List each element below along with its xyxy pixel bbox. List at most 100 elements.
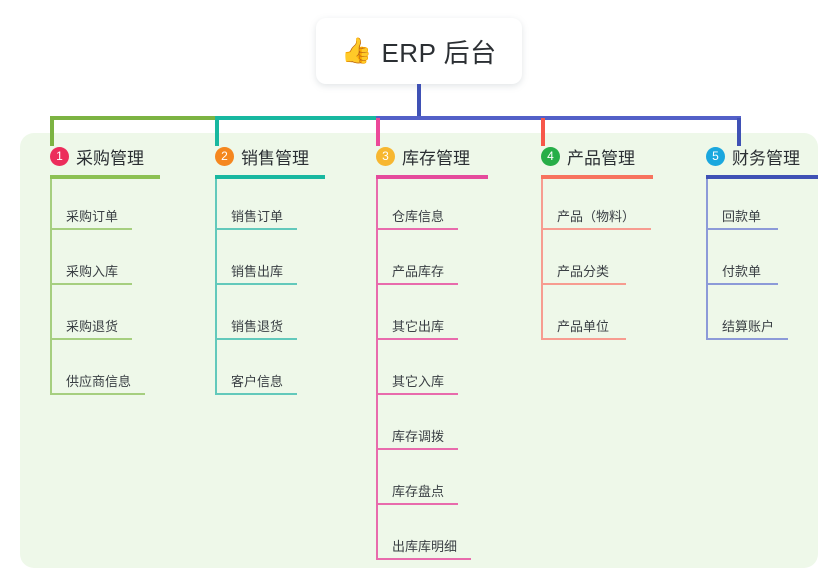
branch-number-badge: 5 <box>706 146 725 166</box>
leaf-item-label: 库存调拨 <box>392 429 445 444</box>
branch-children: 产品（物料） 产品分类产品单位 <box>527 179 687 344</box>
branch-spine <box>50 179 52 395</box>
leaf-item-label: 产品（物料） <box>557 209 636 224</box>
root-node-card[interactable]: 👍 ERP 后台 <box>316 18 522 84</box>
leaf-item-label: 库存盘点 <box>392 484 445 499</box>
branch-underline <box>541 175 653 179</box>
branch-spine <box>541 179 543 340</box>
branch-spine <box>215 179 217 395</box>
leaf-item-label: 出库库明细 <box>392 539 458 554</box>
leaf-item-underline <box>376 503 458 505</box>
leaf-item[interactable]: 其它入库 <box>362 344 522 399</box>
branch-column-2: 2 销售管理销售订单销售出库销售退货客户信息 <box>201 143 361 399</box>
branch-title: 财务管理 <box>732 148 800 168</box>
leaf-item[interactable]: 回款单 <box>692 179 822 234</box>
leaf-item-label: 销售订单 <box>231 209 284 224</box>
leaf-item[interactable]: 供应商信息 <box>36 344 196 399</box>
branch-underline <box>215 175 325 179</box>
connector-bus-segment <box>215 116 376 120</box>
leaf-item-label: 其它入库 <box>392 374 445 389</box>
leaf-item[interactable]: 销售出库 <box>201 234 361 289</box>
leaf-item-underline <box>215 228 297 230</box>
connector-bus-segment <box>50 116 215 120</box>
branch-underline <box>376 175 488 179</box>
leaf-item-underline <box>376 338 458 340</box>
leaf-item-underline <box>50 283 132 285</box>
root-node-title: ERP 后台 <box>381 37 497 68</box>
branch-number-badge: 4 <box>541 146 560 166</box>
branch-spine <box>376 179 378 560</box>
leaf-item-underline <box>376 448 458 450</box>
leaf-item-underline <box>541 228 651 230</box>
branch-number-badge: 3 <box>376 146 395 166</box>
branch-children: 采购订单采购入库采购退货供应商信息 <box>36 179 196 399</box>
leaf-item[interactable]: 其它出库 <box>362 289 522 344</box>
branch-title: 产品管理 <box>567 148 635 168</box>
leaf-item[interactable]: 出库库明细 <box>362 509 522 564</box>
leaf-item-underline <box>541 338 626 340</box>
leaf-item[interactable]: 结算账户 <box>692 289 822 344</box>
branch-header-2[interactable]: 2 销售管理 <box>201 143 361 169</box>
leaf-item-underline <box>376 228 458 230</box>
leaf-item-underline <box>541 283 626 285</box>
leaf-item[interactable]: 采购退货 <box>36 289 196 344</box>
branch-header-5[interactable]: 5 财务管理 <box>692 143 822 169</box>
thumbs-up-icon: 👍 <box>341 36 373 65</box>
branch-number-badge: 2 <box>215 146 234 166</box>
branch-column-4: 4 产品管理产品（物料） 产品分类产品单位 <box>527 143 687 344</box>
branch-title: 销售管理 <box>241 148 309 168</box>
leaf-item[interactable]: 销售订单 <box>201 179 361 234</box>
leaf-item-underline <box>706 228 778 230</box>
leaf-item-underline <box>376 283 458 285</box>
connector-drop-line <box>215 118 219 146</box>
root-connector-stem <box>417 84 421 118</box>
leaf-item[interactable]: 产品库存 <box>362 234 522 289</box>
branch-underline <box>50 175 160 179</box>
leaf-item-underline <box>706 338 788 340</box>
branch-header-4[interactable]: 4 产品管理 <box>527 143 687 169</box>
branch-children: 回款单付款单结算账户 <box>692 179 822 344</box>
leaf-item-label: 结算账户 <box>722 319 775 334</box>
leaf-item[interactable]: 库存盘点 <box>362 454 522 509</box>
leaf-item[interactable]: 客户信息 <box>201 344 361 399</box>
branch-spine <box>706 179 708 340</box>
diagram-background-panel <box>20 133 818 568</box>
leaf-item-label: 销售出库 <box>231 264 284 279</box>
leaf-item-underline <box>706 283 778 285</box>
leaf-item-underline <box>376 393 458 395</box>
leaf-item[interactable]: 产品（物料） <box>527 179 687 234</box>
branch-column-5: 5 财务管理回款单付款单结算账户 <box>692 143 822 344</box>
leaf-item-label: 采购退货 <box>66 319 119 334</box>
leaf-item[interactable]: 采购入库 <box>36 234 196 289</box>
branch-children: 仓库信息产品库存其它出库其它入库库存调拨库存盘点出库库明细 <box>362 179 522 564</box>
leaf-item-underline <box>215 338 297 340</box>
leaf-item[interactable]: 销售退货 <box>201 289 361 344</box>
leaf-item-label: 采购订单 <box>66 209 119 224</box>
connector-drop-line <box>541 118 545 146</box>
leaf-item-underline <box>215 283 297 285</box>
leaf-item[interactable]: 库存调拨 <box>362 399 522 454</box>
leaf-item-label: 销售退货 <box>231 319 284 334</box>
leaf-item[interactable]: 采购订单 <box>36 179 196 234</box>
branch-title: 采购管理 <box>76 148 144 168</box>
leaf-item-label: 仓库信息 <box>392 209 445 224</box>
leaf-item[interactable]: 付款单 <box>692 234 822 289</box>
leaf-item-label: 供应商信息 <box>66 374 132 389</box>
leaf-item-underline <box>50 338 132 340</box>
branch-column-1: 1 采购管理采购订单采购入库采购退货供应商信息 <box>36 143 196 399</box>
leaf-item[interactable]: 产品分类 <box>527 234 687 289</box>
connector-drop-line <box>376 118 380 146</box>
leaf-item-underline <box>50 228 132 230</box>
branch-number-badge: 1 <box>50 146 69 166</box>
leaf-item-underline <box>215 393 297 395</box>
branch-header-1[interactable]: 1 采购管理 <box>36 143 196 169</box>
leaf-item[interactable]: 产品单位 <box>527 289 687 344</box>
connector-drop-line <box>50 118 54 146</box>
leaf-item-label: 付款单 <box>722 264 762 279</box>
leaf-item[interactable]: 仓库信息 <box>362 179 522 234</box>
connector-drop-line <box>737 118 741 146</box>
branch-children: 销售订单销售出库销售退货客户信息 <box>201 179 361 399</box>
